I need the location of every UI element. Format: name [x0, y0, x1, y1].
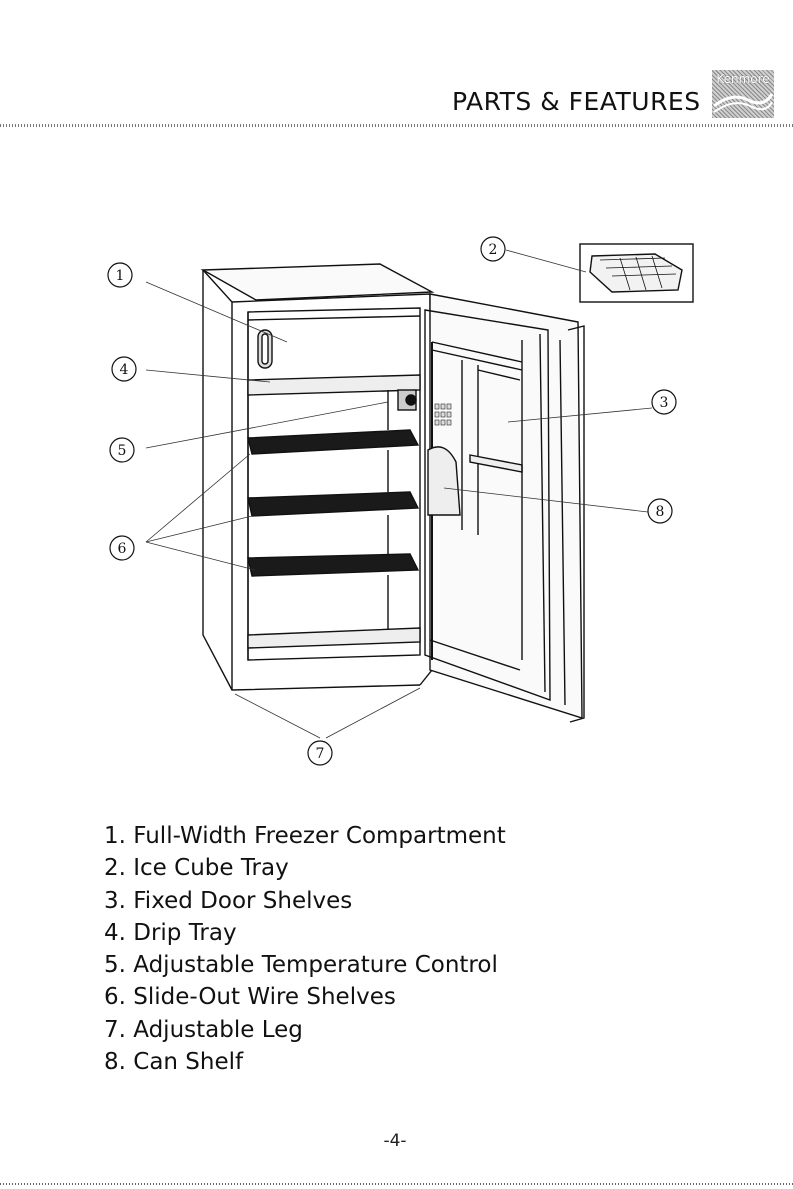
- fridge-cabinet: [203, 264, 432, 690]
- callout-4: 4: [112, 357, 136, 381]
- callout-8: 8: [648, 499, 672, 523]
- callout-4-label: 4: [120, 362, 129, 378]
- callout-2: 2: [481, 237, 505, 261]
- callout-8-label: 8: [656, 504, 665, 520]
- callout-5-label: 5: [118, 443, 127, 459]
- callout-7: 7: [308, 741, 332, 765]
- kenmore-logo: Kenmore: [712, 70, 774, 118]
- ice-tray-inset: [580, 244, 693, 302]
- page-number: -4-: [360, 1131, 430, 1151]
- parts-list-item: 4. Drip Tray: [104, 917, 506, 949]
- footer-divider: [0, 1183, 793, 1185]
- parts-list-item: 8. Can Shelf: [104, 1046, 506, 1078]
- parts-list: 1. Full-Width Freezer Compartment 2. Ice…: [104, 820, 506, 1078]
- callout-6-label: 6: [118, 541, 127, 557]
- parts-list-item: 5. Adjustable Temperature Control: [104, 949, 506, 981]
- parts-list-item: 2. Ice Cube Tray: [104, 852, 506, 884]
- refrigerator-diagram: 1 2 3 4 5 6 7 8: [0, 230, 793, 790]
- parts-list-item: 6. Slide-Out Wire Shelves: [104, 981, 506, 1013]
- parts-list-item: 3. Fixed Door Shelves: [104, 885, 506, 917]
- fridge-door: [425, 294, 584, 722]
- callout-3-label: 3: [660, 395, 669, 411]
- callout-6: 6: [110, 536, 134, 560]
- callout-1: 1: [108, 263, 132, 287]
- callout-3: 3: [652, 390, 676, 414]
- logo-wave-icon: [712, 70, 774, 118]
- callout-1-label: 1: [116, 268, 125, 284]
- parts-list-item: 1. Full-Width Freezer Compartment: [104, 820, 506, 852]
- page-title: PARTS & FEATURES: [452, 86, 714, 118]
- parts-list-item: 7. Adjustable Leg: [104, 1014, 506, 1046]
- callout-5: 5: [110, 438, 134, 462]
- header-divider: [0, 124, 793, 127]
- callout-2-label: 2: [489, 242, 498, 258]
- callout-7-label: 7: [316, 746, 325, 762]
